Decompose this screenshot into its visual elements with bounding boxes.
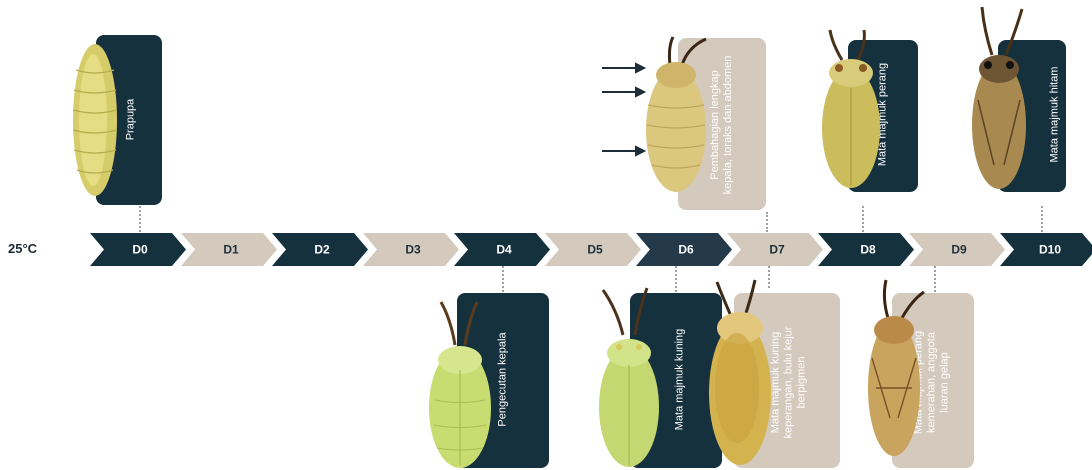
stage-label-d0: Prapupa [125,45,138,195]
day-label-d10: D10 [1039,243,1061,257]
connector-d8 [862,206,864,232]
day-label-d8: D8 [860,243,876,257]
arrow-icons [600,60,650,160]
connector-d10 [1041,206,1043,232]
connector-d7-upper [766,212,768,232]
day-label-d9: D9 [951,243,967,257]
day-label-d1: D1 [223,243,239,257]
stage-label-d7-line2: keperangan, bulu kejur [783,303,796,463]
day-label-d7: D7 [769,243,785,257]
stage-label-d10: Mata majmuk hitam [1049,40,1062,190]
day-label-d0: D0 [132,243,148,257]
stage-label-d6b-line2: kepala, toraks dan abdomen [722,45,735,205]
connector-d0 [139,206,141,232]
stage-label-d7: Mata majmuk kuning keperangan, bulu keju… [770,303,809,463]
day-label-d4: D4 [496,243,512,257]
pupa-d6b-image [640,35,712,195]
day-label-d5: D5 [587,243,603,257]
stage-label-d6: Mata majmuk kuning [674,305,687,455]
day-label-d6: D6 [678,243,694,257]
prepupa-image [70,40,120,200]
pupa-d10-image [968,5,1030,190]
connector-d6-lower [675,266,677,292]
pupa-d8-image [818,28,888,193]
pupa-d9-image [862,278,927,463]
stage-label-d4: Pengecutan kepala [497,305,510,455]
connector-d4 [502,266,504,292]
day-label-d3: D3 [405,243,421,257]
stage-label-d9-line2: kemerahan, anggota [926,303,939,463]
stage-label-d7-line3: berpigmen [796,303,809,463]
pupa-d7-image [705,278,775,468]
connector-d9 [934,266,936,292]
pupa-d6-image [595,285,665,470]
pupa-d4-image [425,300,495,470]
day-label-d2: D2 [314,243,330,257]
stage-label-d6b: Pembahagian lengkap kepala, toraks dan a… [709,45,735,205]
stage-label-d9-line3: luaran gelap [939,303,952,463]
